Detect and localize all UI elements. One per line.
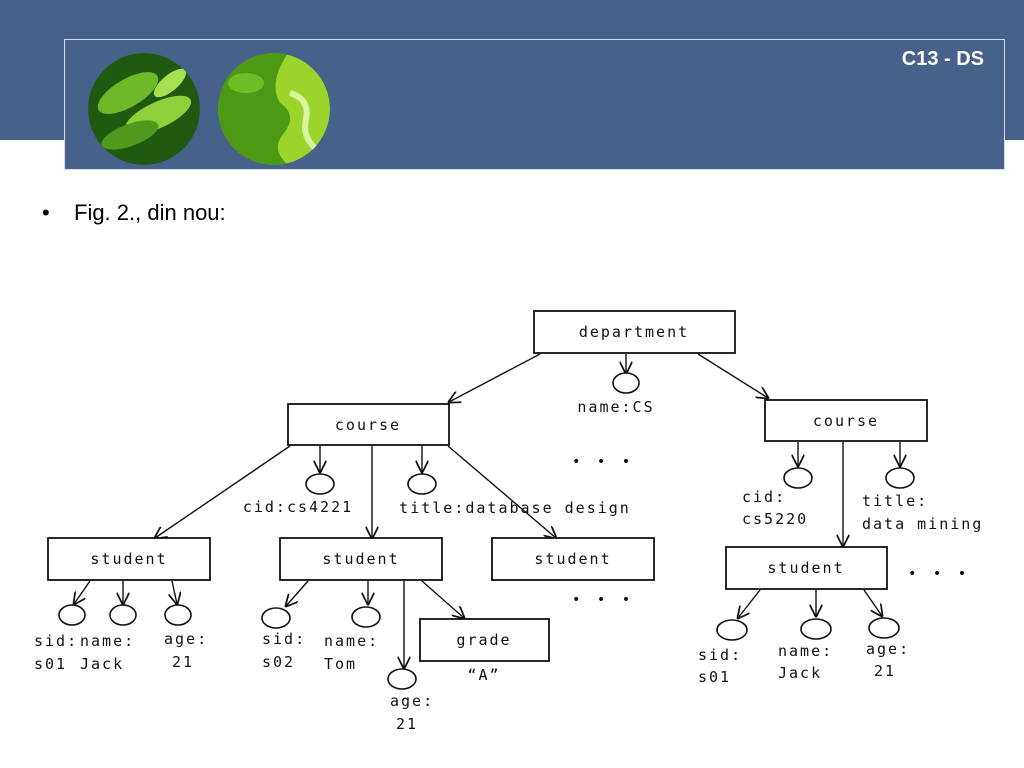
- node-student-4: [725, 546, 888, 590]
- edges: [74, 353, 900, 668]
- ellipsis-1: • • •: [572, 454, 634, 470]
- attr-s1-age: [164, 604, 192, 626]
- text-s2-age-key: age:: [390, 692, 434, 710]
- attr-s4-name: [800, 618, 832, 640]
- edge-course1-student3: [447, 445, 556, 538]
- attr-course1-title: [407, 473, 437, 495]
- label-student-4: student: [767, 559, 844, 577]
- label-department: department: [579, 323, 689, 341]
- text-course1-cid: cid:cs4221: [243, 498, 353, 516]
- edge-dept-course2: [697, 353, 768, 398]
- node-student-3: [491, 537, 655, 581]
- label-student-2: student: [322, 550, 399, 568]
- text-course2-cid-key: cid:: [742, 488, 786, 506]
- text-s4-age-key: age:: [866, 640, 910, 658]
- text-s2-sid-key: sid:: [262, 630, 306, 648]
- text-s4-name-val: Jack: [778, 664, 822, 682]
- bullet-dot: •: [42, 200, 50, 225]
- node-student-2: [279, 537, 443, 581]
- text-s4-age-val: 21: [874, 662, 896, 680]
- attr-s2-age: [387, 668, 417, 690]
- node-student-1: [47, 537, 211, 581]
- label-course-2: course: [813, 412, 879, 430]
- text-s1-name-key: name:: [80, 632, 135, 650]
- node-grade: [419, 618, 550, 662]
- label-course-1: course: [335, 416, 401, 434]
- text-s1-age-val: 21: [172, 653, 194, 671]
- node-course-2: [764, 399, 928, 442]
- leaf-image-1: [88, 53, 200, 165]
- slide-code: C13 - DS: [901, 48, 984, 70]
- attr-s4-sid: [716, 619, 748, 641]
- label-student-3: student: [534, 550, 611, 568]
- text-course2-cid-val: cs5220: [742, 510, 808, 528]
- attr-s2-name: [351, 606, 381, 628]
- text-dept-name: name:CS: [577, 398, 654, 416]
- label-grade: grade: [456, 631, 511, 649]
- attr-course2-title: [885, 467, 915, 489]
- text-s1-sid-val: s01: [34, 655, 67, 673]
- edge-s2-sid: [286, 580, 309, 606]
- edge-s1-sid: [74, 580, 91, 604]
- ellipsis-3: • • •: [908, 566, 970, 582]
- text-s1-sid-key: sid:: [34, 632, 78, 650]
- bullet-text: Fig. 2., din nou:: [74, 200, 226, 225]
- label-grade-value: “A”: [467, 666, 500, 684]
- attr-course2-cid: [783, 467, 813, 489]
- bullet-item: • Fig. 2., din nou:: [42, 200, 226, 226]
- leaf-image-2: [218, 53, 330, 165]
- attr-s2-sid: [261, 607, 291, 629]
- text-s2-name-val: Tom: [324, 655, 357, 673]
- ellipsis-2: • • •: [572, 592, 634, 608]
- text-course2-title-key: title:: [862, 492, 928, 510]
- text-s4-sid-key: sid:: [698, 646, 742, 664]
- text-s1-age-key: age:: [164, 630, 208, 648]
- attr-s1-name: [109, 604, 137, 626]
- attr-dept-name: [612, 372, 640, 394]
- edge-dept-course1: [449, 353, 541, 402]
- text-s2-name-key: name:: [324, 632, 379, 650]
- label-student-1: student: [90, 550, 167, 568]
- edge-s2-grade: [421, 580, 464, 618]
- attr-s4-age: [868, 617, 900, 639]
- text-s2-age-val: 21: [396, 715, 418, 733]
- node-department: [533, 310, 736, 354]
- edge-s4-age: [863, 589, 882, 616]
- node-course-1: [287, 403, 450, 446]
- attr-course1-cid: [305, 473, 335, 495]
- text-s4-sid-val: s01: [698, 668, 731, 686]
- text-s2-sid-val: s02: [262, 653, 295, 671]
- text-s1-name-val: Jack: [80, 655, 124, 673]
- text-s4-name-key: name:: [778, 642, 833, 660]
- edge-course1-student1: [155, 445, 291, 538]
- text-course2-title-val: data mining: [862, 515, 983, 533]
- edge-s4-sid: [738, 589, 761, 618]
- edge-s1-age: [172, 580, 177, 604]
- text-course1-title: title:database design: [399, 499, 631, 517]
- attr-s1-sid: [58, 604, 86, 626]
